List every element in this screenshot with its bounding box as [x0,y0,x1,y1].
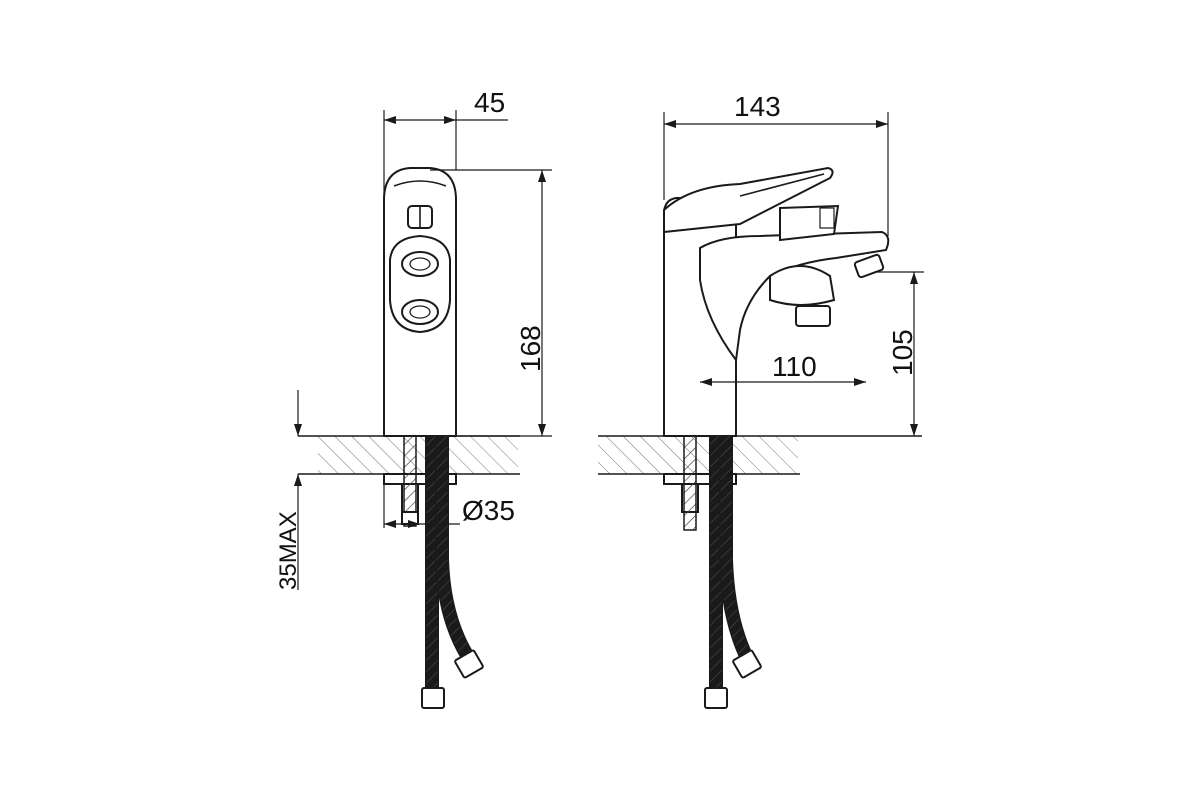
dim-front-width-label: 45 [474,87,505,118]
dim-spout-reach: 110 [700,351,866,386]
dim-side-width-label: 143 [734,91,781,122]
dim-front-height-label: 168 [515,325,546,372]
dim-hole-diameter: Ø35 [383,484,515,528]
dim-front-height: 168 [430,169,552,437]
front-faucet-body [383,167,457,437]
side-faucet-body [663,166,890,437]
dim-deck-thickness-label: 35MAX [275,511,302,590]
side-view: 143 110 105 [598,91,924,709]
front-mounting [383,435,484,709]
side-deck [598,435,922,475]
dim-spout-reach-label: 110 [772,351,817,382]
front-view: 45 168 Ø35 35MAX [275,87,552,709]
dim-deck-thickness: 35MAX [275,390,302,590]
side-mounting [663,435,762,709]
dim-spout-height: 105 [874,271,924,436]
dim-side-width: 143 [663,91,889,236]
dim-spout-height-label: 105 [887,329,918,376]
dim-hole-diameter-label: Ø35 [462,495,515,526]
dim-front-width: 45 [383,87,508,436]
